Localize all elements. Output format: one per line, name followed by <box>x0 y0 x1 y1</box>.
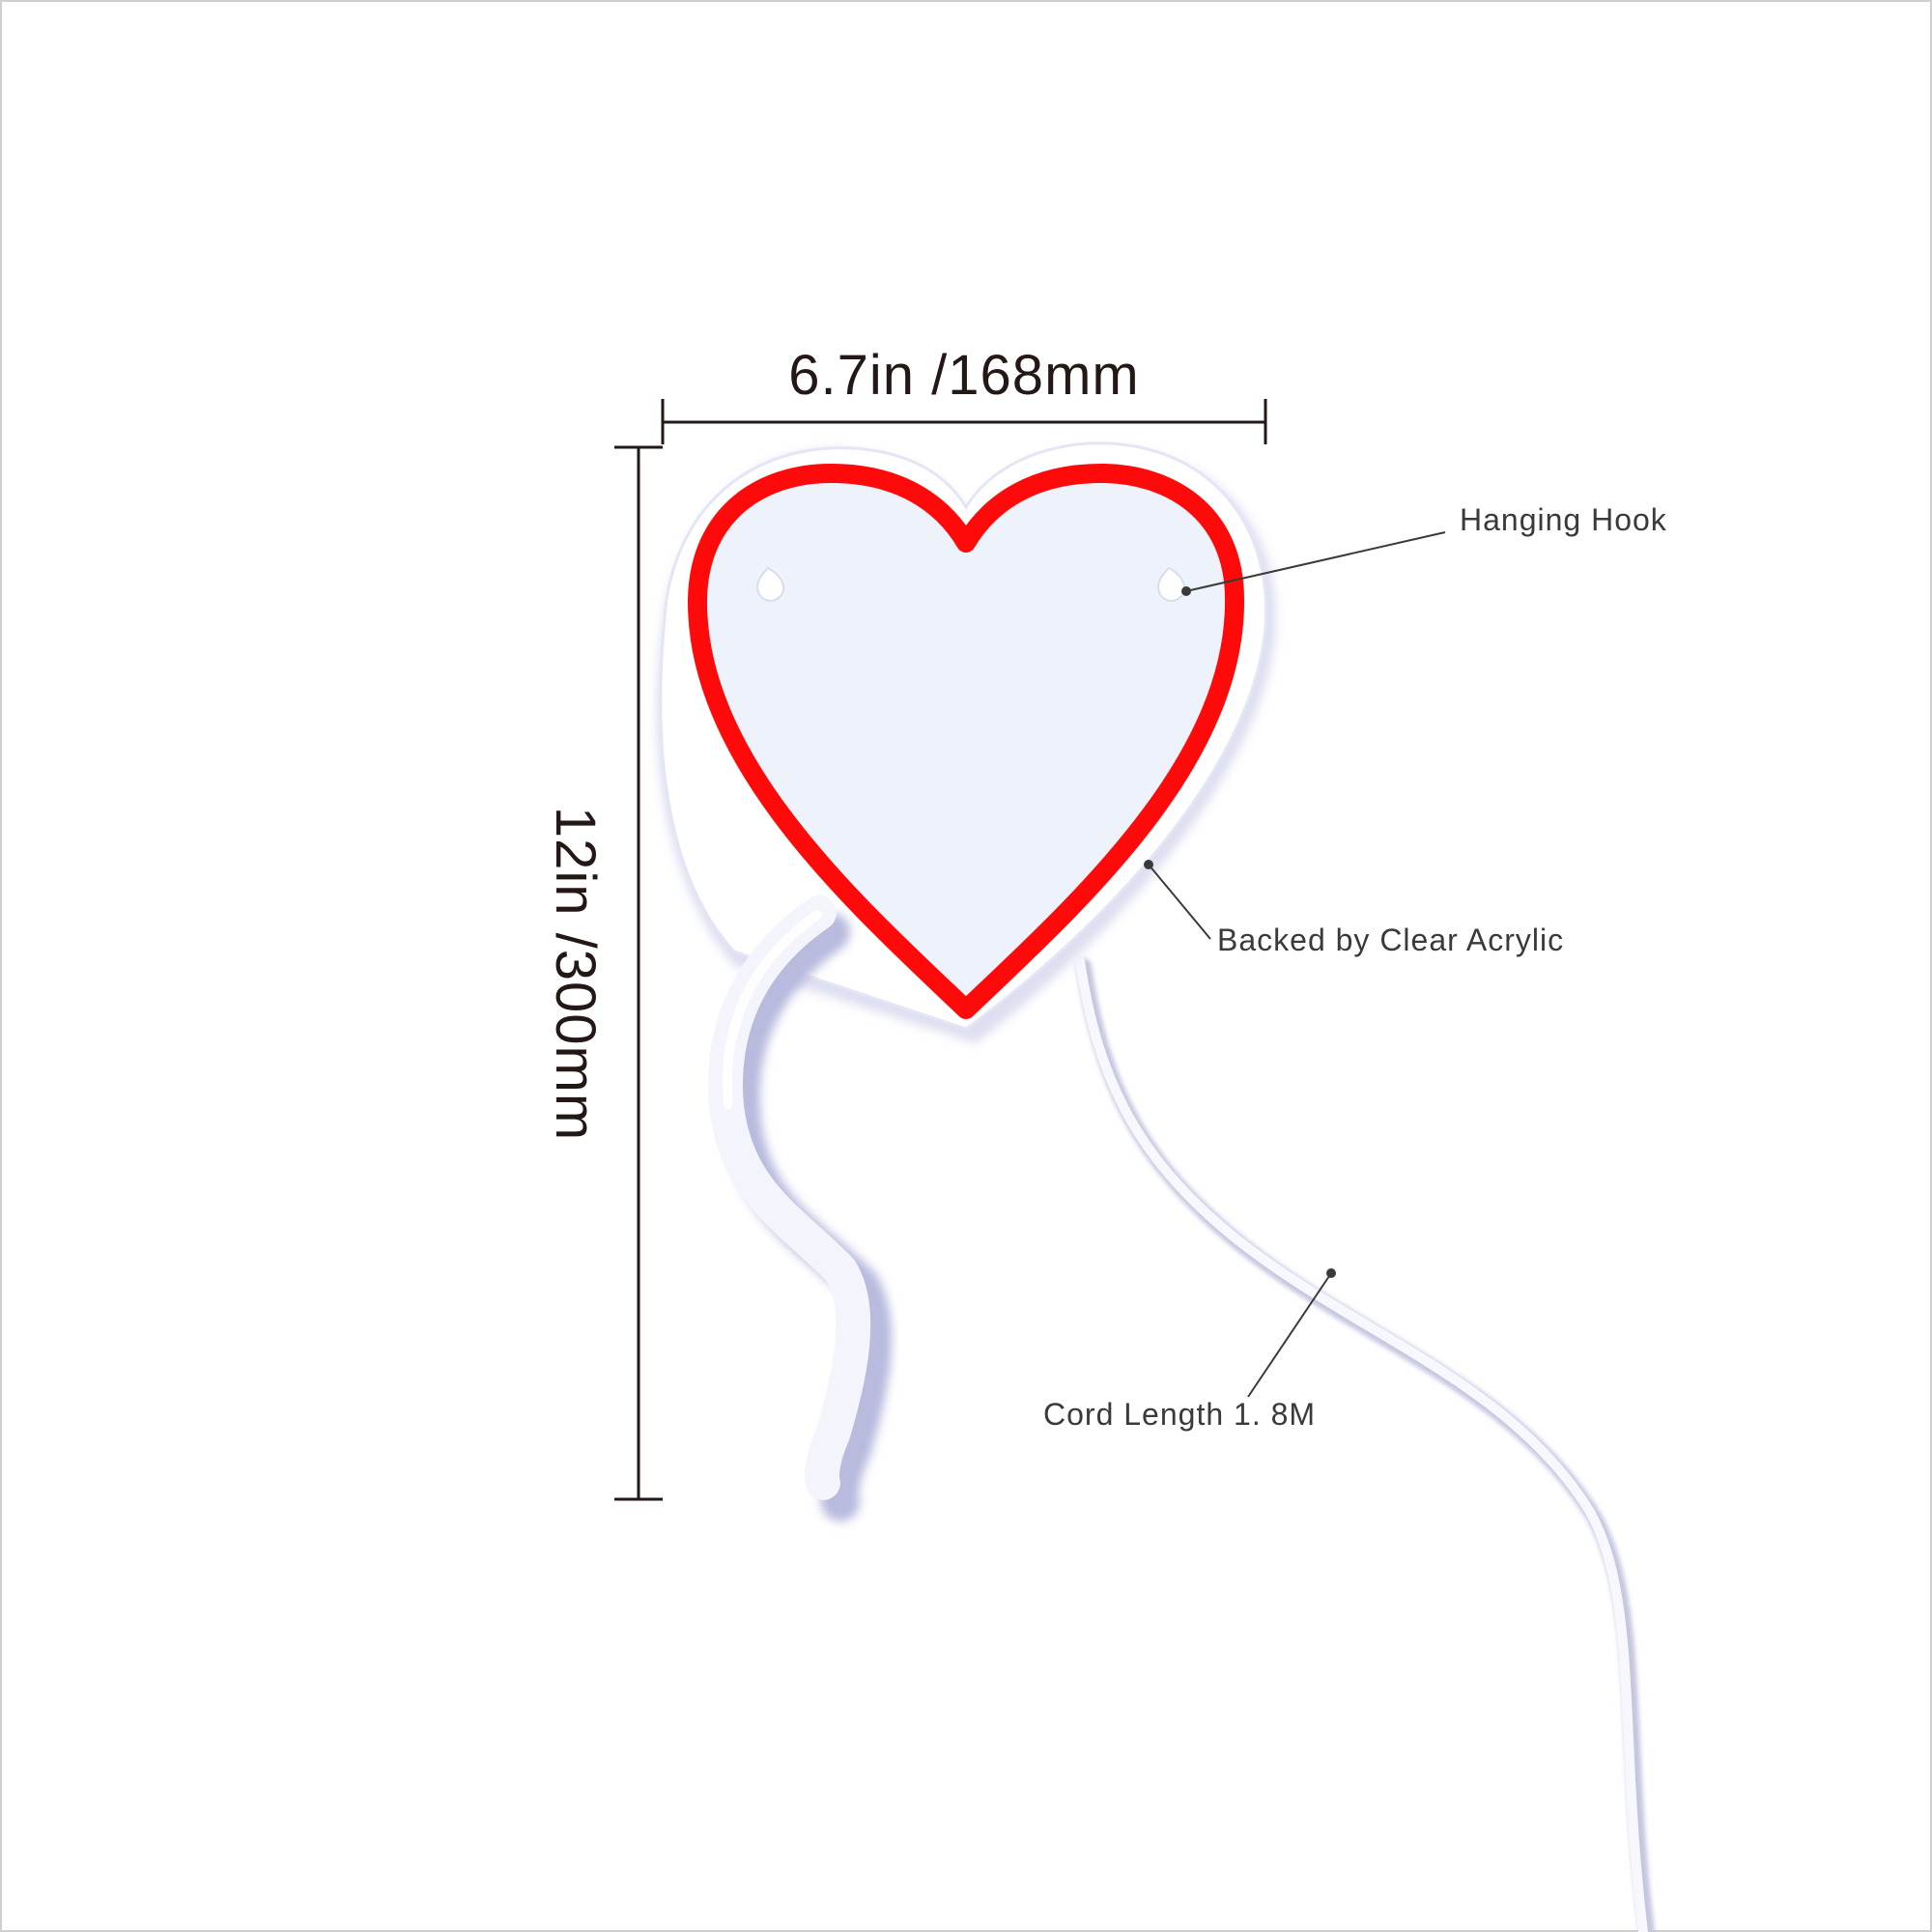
hanging-hook-left <box>756 566 784 602</box>
height-dimension <box>614 445 663 1501</box>
width-label: 6.7in /168mm <box>788 344 1139 407</box>
callout-backing-label: Backed by Clear Acrylic <box>1217 923 1564 957</box>
neon-string-tube <box>708 895 893 1521</box>
callout-cord-label: Cord Length 1. 8M <box>1043 1397 1316 1432</box>
neon-heart-outline <box>687 464 1245 1019</box>
callout-hanging-hook <box>1181 531 1446 596</box>
hanging-hook-right <box>1157 566 1185 602</box>
height-label: 12in /300mm <box>544 807 607 1141</box>
width-dimension <box>661 399 1267 444</box>
power-cord <box>1075 956 1655 1932</box>
callout-cord <box>1247 1268 1336 1398</box>
callout-hanging-hook-label: Hanging Hook <box>1460 502 1667 537</box>
callout-backing <box>1144 860 1211 940</box>
